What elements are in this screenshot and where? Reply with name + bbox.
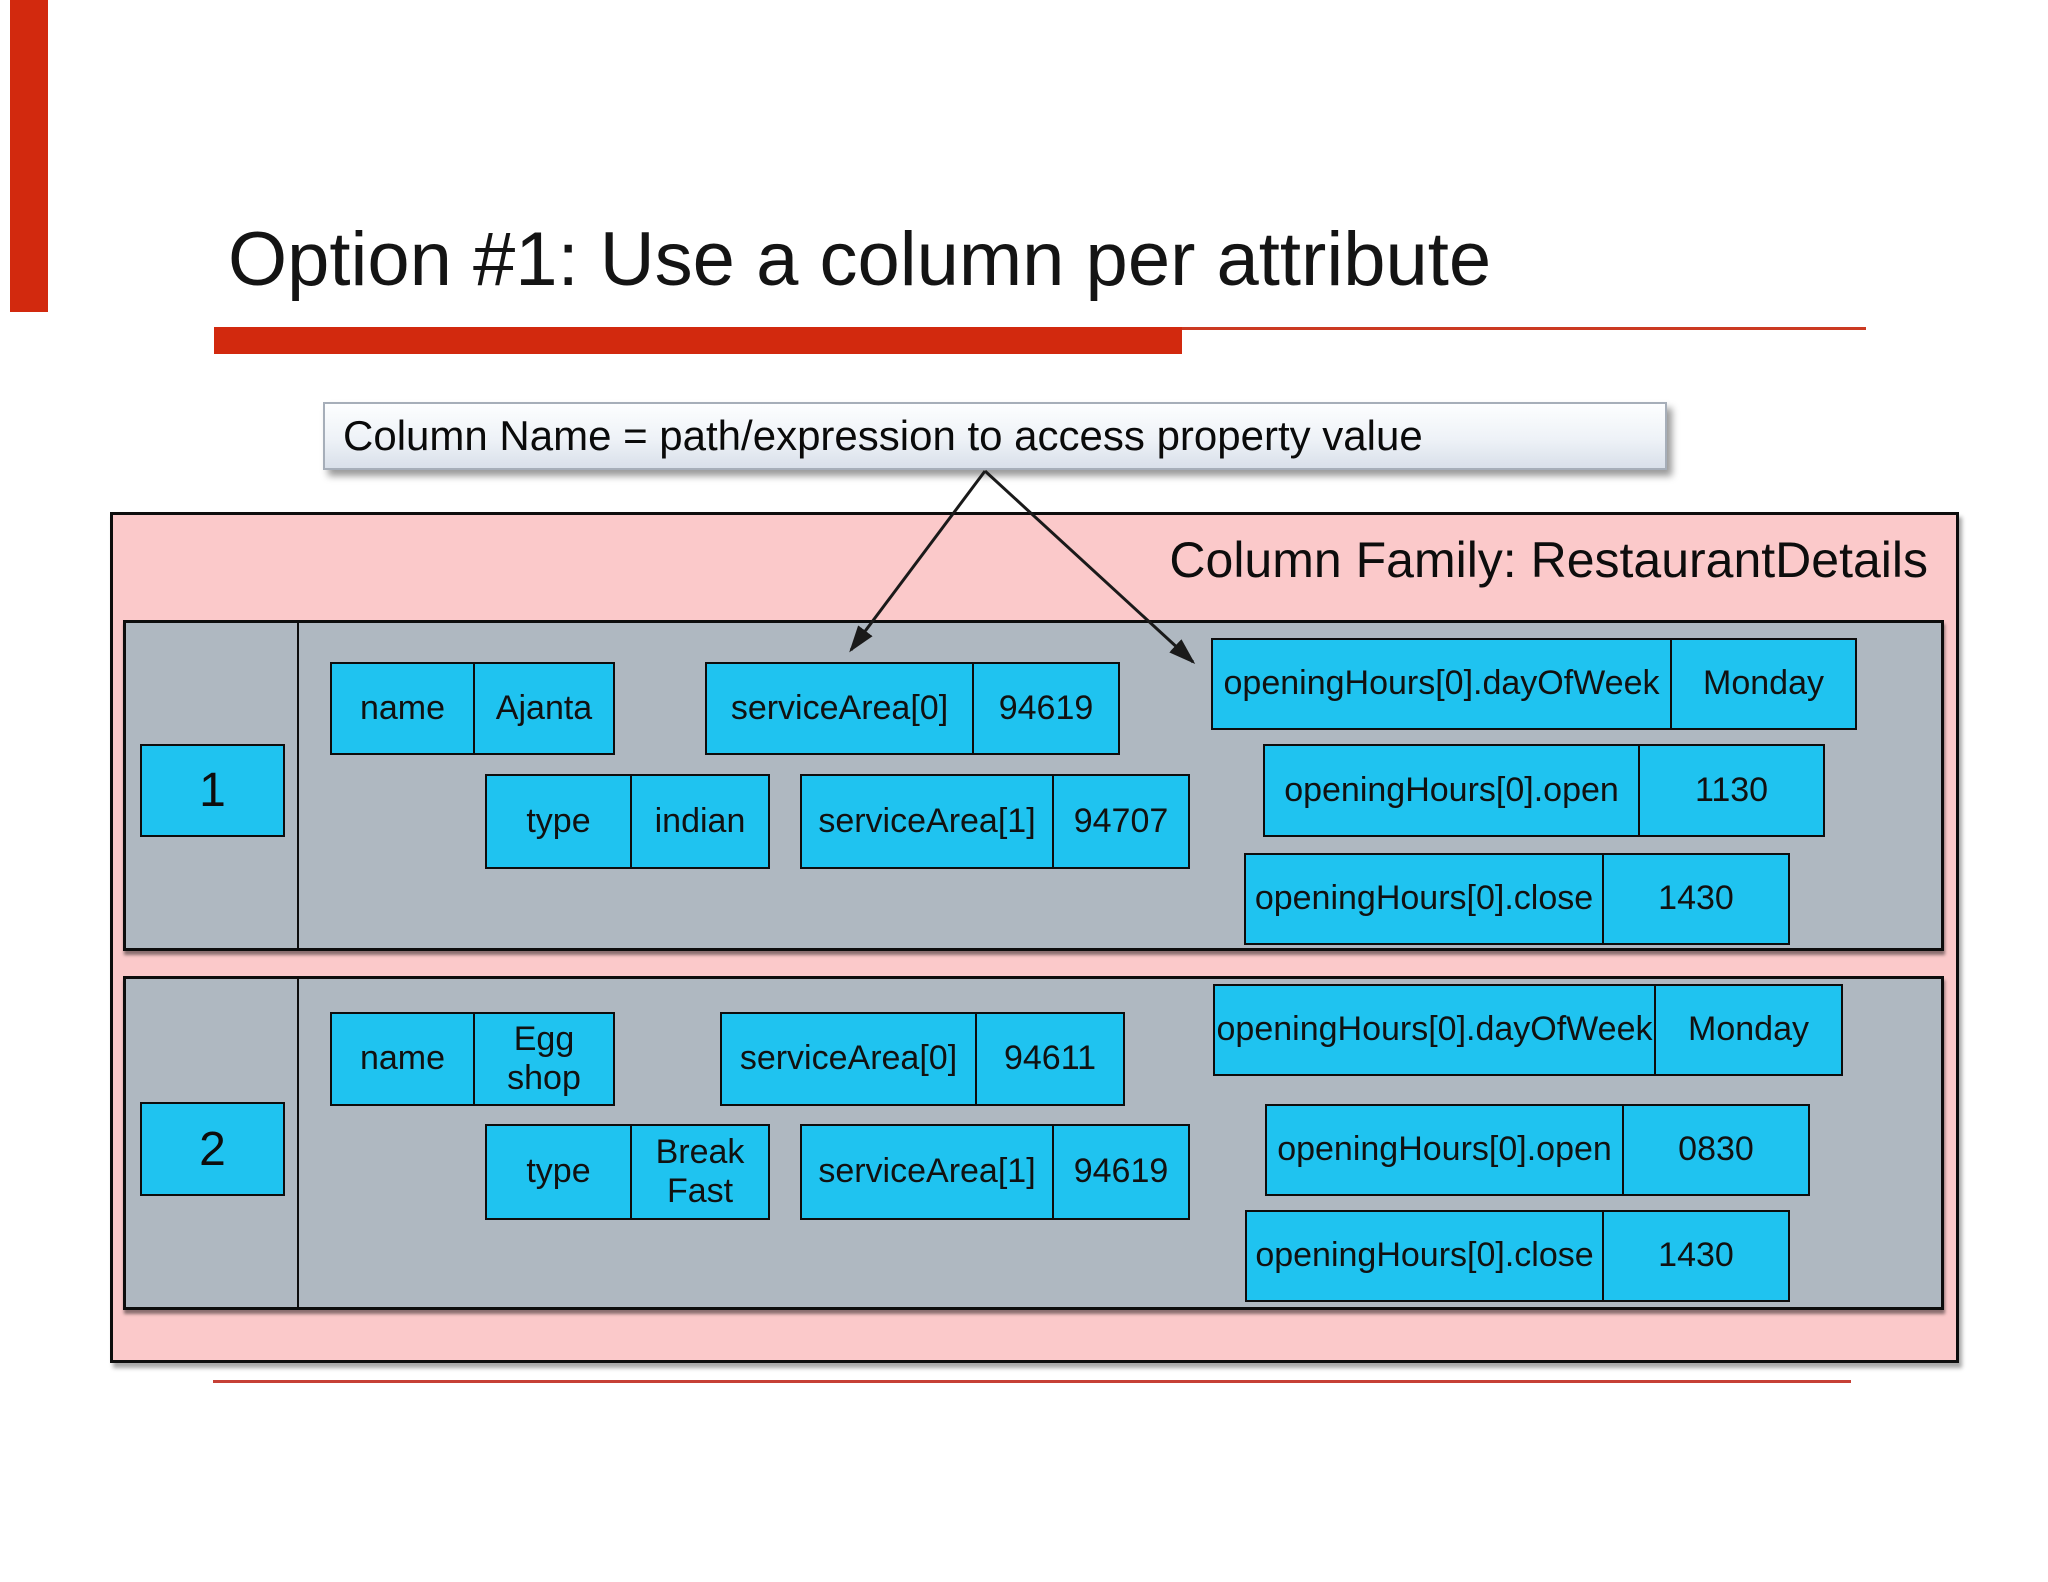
- column-cell-type: type indian: [485, 774, 770, 869]
- column-name: serviceArea[1]: [802, 1126, 1054, 1218]
- column-value: Break Fast: [655, 1132, 745, 1210]
- title-underline-thick: [214, 327, 1182, 354]
- column-cell-servicearea1: serviceArea[1] 94619: [800, 1124, 1190, 1220]
- column-value: 1130: [1694, 770, 1769, 809]
- column-name: openingHours[0].dayOfWeek: [1215, 986, 1656, 1074]
- callout-text: Column Name = path/expression to access …: [343, 412, 1423, 459]
- column-name: openingHours[0].close: [1247, 1212, 1604, 1300]
- column-cell-name: name Ajanta: [330, 662, 615, 755]
- column-value: Monday: [1688, 1010, 1809, 1049]
- column-name: name: [332, 664, 475, 753]
- column-cell-open: openingHours[0].open 1130: [1263, 744, 1825, 837]
- column-name: openingHours[0].open: [1265, 746, 1640, 835]
- callout-box: Column Name = path/expression to access …: [323, 402, 1667, 470]
- column-cell-servicearea1: serviceArea[1] 94707: [800, 774, 1190, 869]
- column-value: 94611: [1003, 1039, 1097, 1078]
- row-key: 1: [140, 744, 285, 837]
- row-key-label: 2: [199, 1122, 226, 1176]
- slide-title: Option #1: Use a column per attribute: [228, 217, 1492, 302]
- column-value: Ajanta: [495, 688, 593, 727]
- column-name: name: [332, 1014, 475, 1104]
- column-name: type: [487, 776, 632, 867]
- column-name: serviceArea[0]: [707, 664, 974, 753]
- column-value: Monday: [1703, 664, 1824, 703]
- column-cell-dayofweek: openingHours[0].dayOfWeek Monday: [1213, 984, 1843, 1076]
- column-name: type: [487, 1126, 632, 1218]
- column-cell-close: openingHours[0].close 1430: [1244, 853, 1790, 945]
- column-value: Egg shop: [507, 1019, 581, 1097]
- column-value: 94707: [1073, 801, 1169, 840]
- column-cell-open: openingHours[0].open 0830: [1265, 1104, 1810, 1196]
- slide-accent-bar: [10, 0, 48, 312]
- column-name: openingHours[0].close: [1246, 855, 1604, 943]
- row-2-key-divider: [297, 979, 299, 1307]
- row-key-label: 1: [199, 764, 226, 817]
- column-cell-servicearea0: serviceArea[0] 94619: [705, 662, 1120, 755]
- column-cell-dayofweek: openingHours[0].dayOfWeek Monday: [1211, 638, 1857, 730]
- column-cell-name: name Egg shop: [330, 1012, 615, 1106]
- column-value: indian: [654, 801, 746, 840]
- footer-rule: [213, 1380, 1851, 1383]
- column-value: 0830: [1678, 1130, 1754, 1169]
- column-value: 94619: [1073, 1152, 1169, 1191]
- column-name: serviceArea[1]: [802, 776, 1054, 867]
- column-name: serviceArea[0]: [722, 1014, 977, 1104]
- row-1: 1 name Ajanta type indian serviceArea[0]…: [123, 620, 1944, 951]
- column-name: openingHours[0].open: [1267, 1106, 1624, 1194]
- row-2: 2 name Egg shop type Break Fast serviceA…: [123, 976, 1944, 1310]
- row-1-key-divider: [297, 623, 299, 948]
- column-family-box: Column Family: RestaurantDetails 1 name …: [110, 512, 1959, 1363]
- column-cell-type: type Break Fast: [485, 1124, 770, 1220]
- column-family-label: Column Family: RestaurantDetails: [1169, 532, 1928, 588]
- column-cell-servicearea0: serviceArea[0] 94611: [720, 1012, 1125, 1106]
- column-name: openingHours[0].dayOfWeek: [1213, 640, 1672, 728]
- column-value: 1430: [1658, 879, 1734, 918]
- row-key: 2: [140, 1102, 285, 1196]
- column-cell-close: openingHours[0].close 1430: [1245, 1210, 1790, 1302]
- column-value: 94619: [998, 688, 1094, 727]
- column-value: 1430: [1658, 1236, 1734, 1275]
